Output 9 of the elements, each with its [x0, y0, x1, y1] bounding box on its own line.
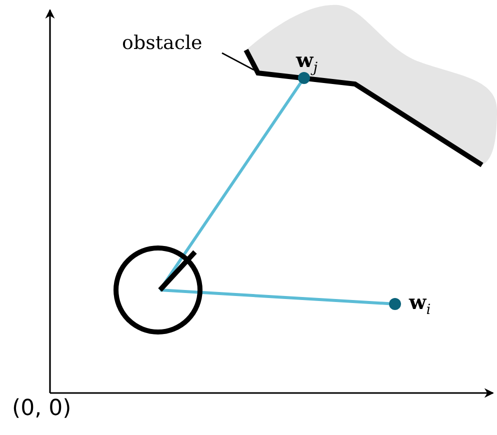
- obstacle-region: [244, 5, 497, 168]
- waypoint-label: w$_{j}$: [296, 48, 318, 76]
- obstacle-label: obstacle: [122, 32, 202, 54]
- robot-symbol: [114, 246, 202, 334]
- waypoint-label: w$_{i}$: [409, 290, 431, 318]
- leader-line: [222, 52, 254, 71]
- origin-label: (0, 0): [12, 396, 72, 421]
- waypoint-dot: [389, 298, 401, 310]
- connector-line: [160, 288, 390, 306]
